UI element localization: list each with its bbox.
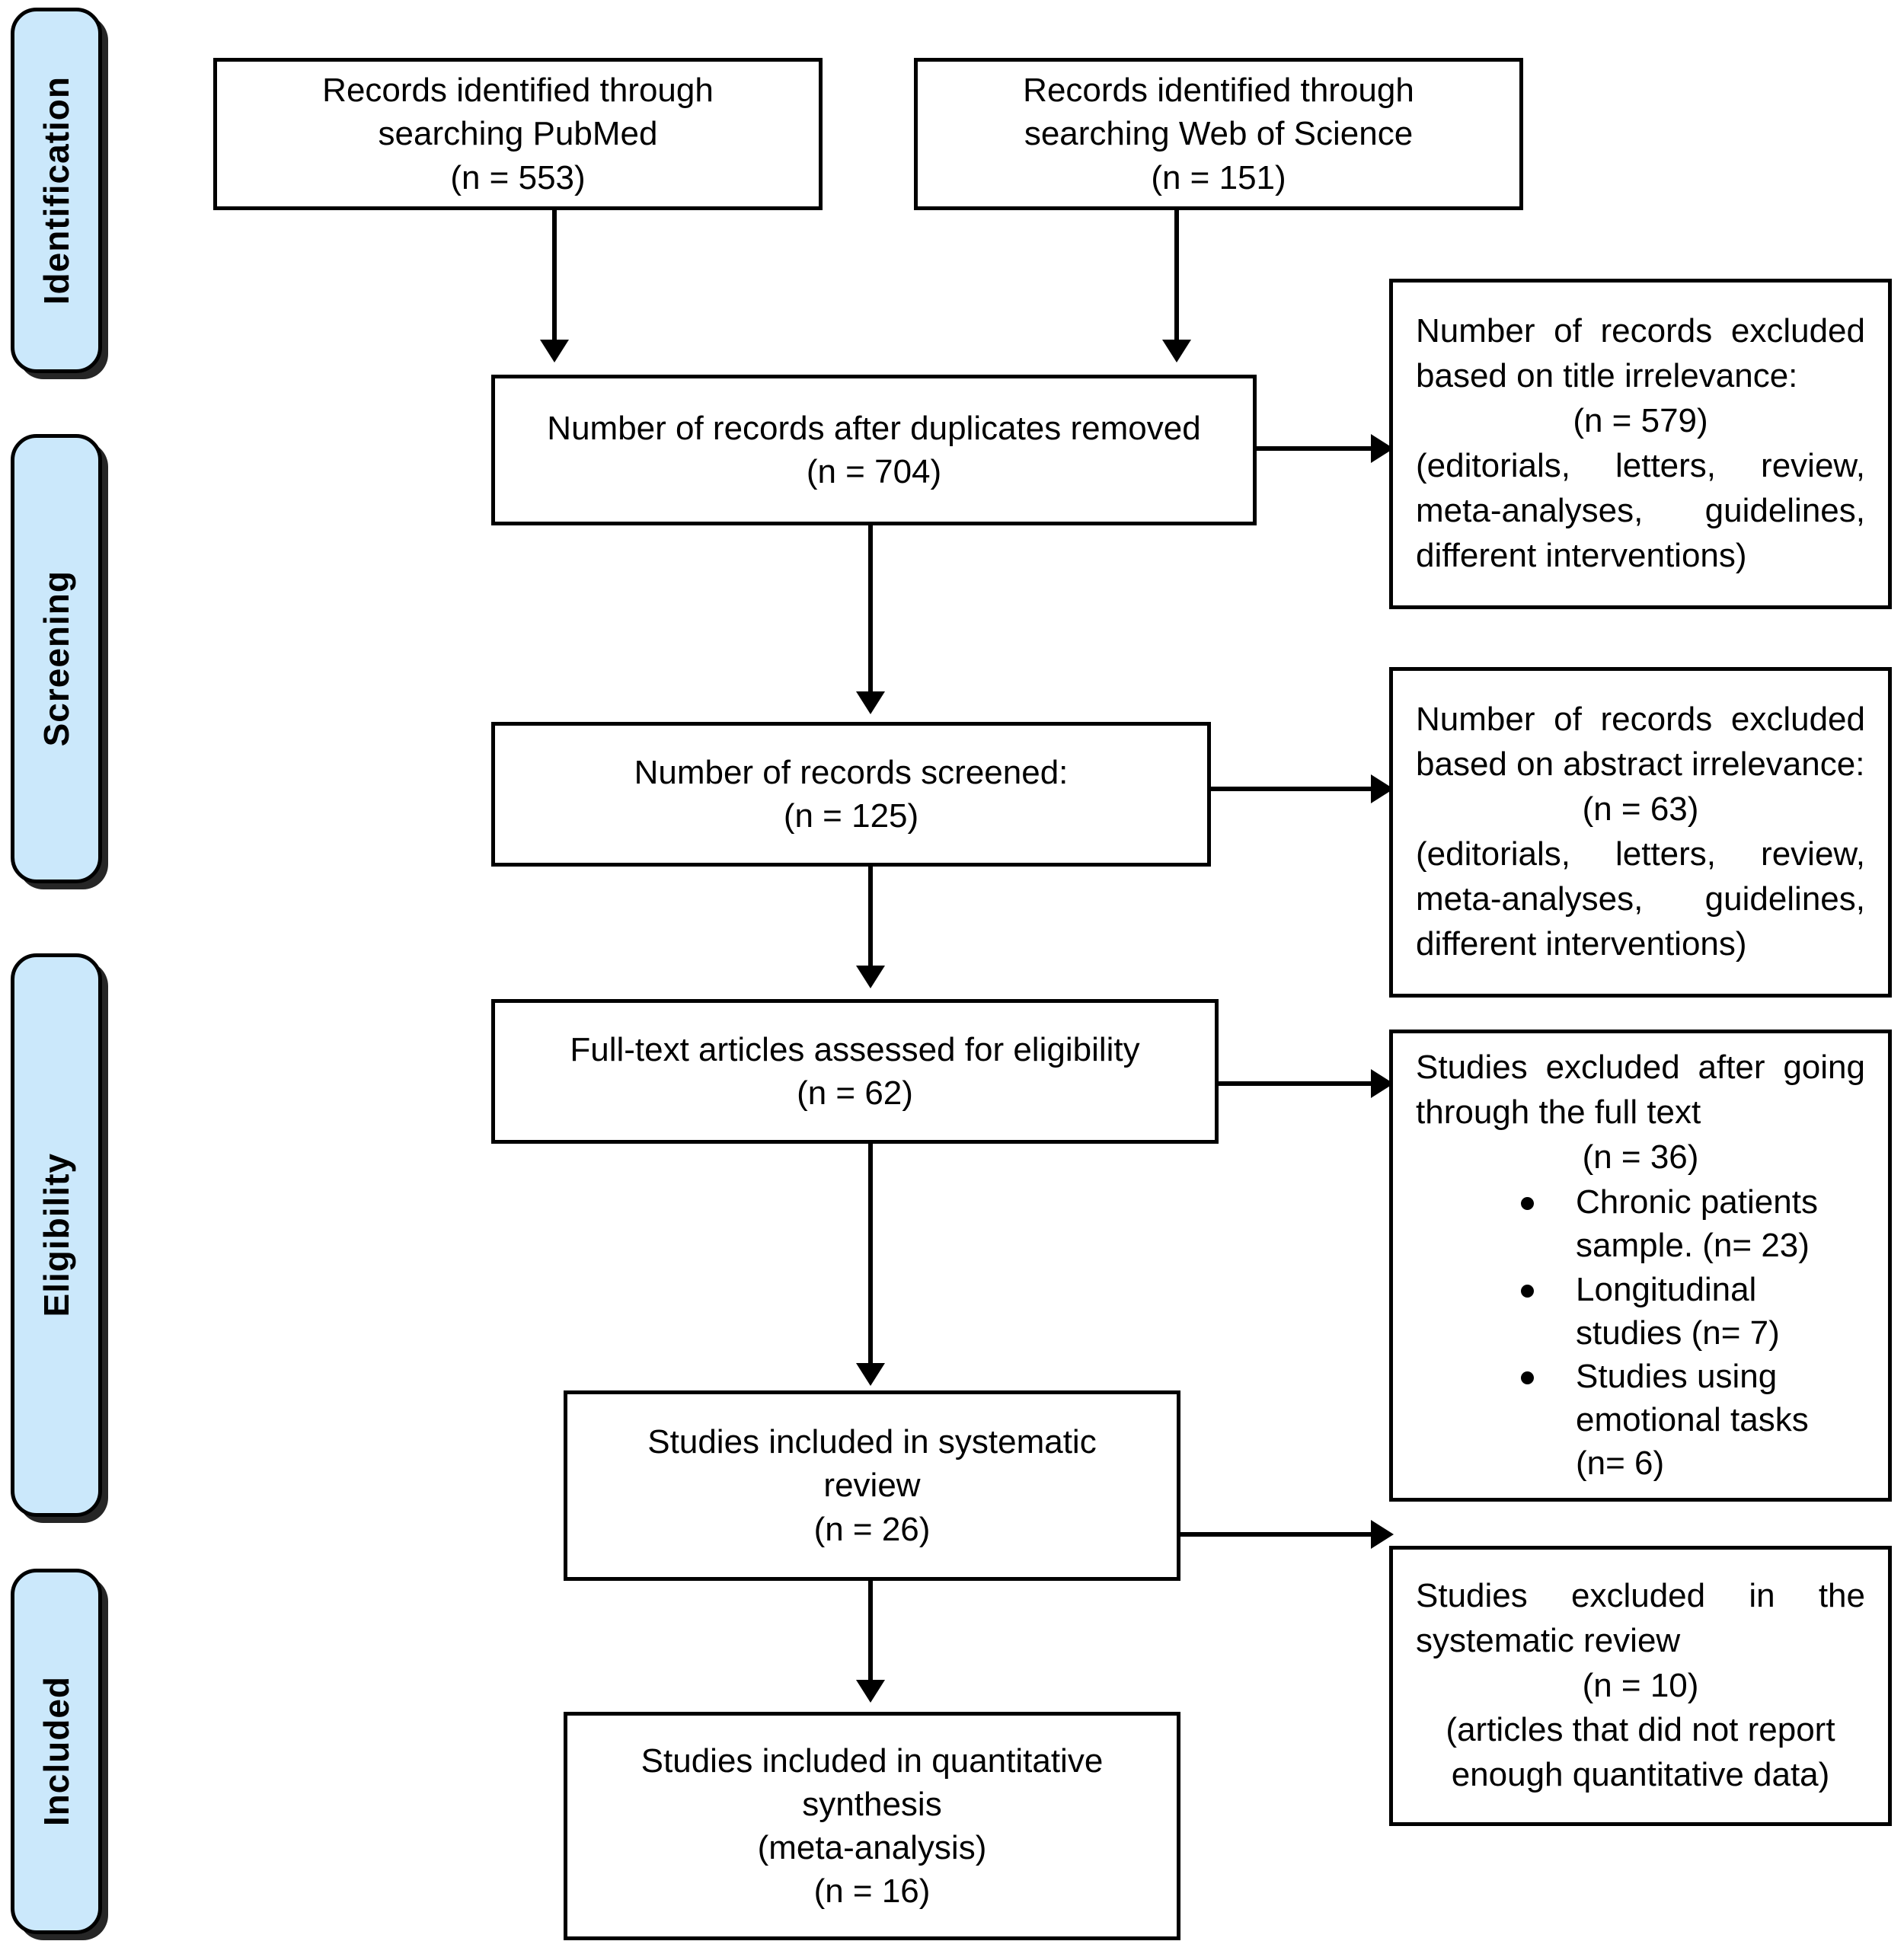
- excluded-abstract-count: (n = 63): [1582, 790, 1699, 828]
- connector-fulltext-to-included-systematic: [868, 1144, 873, 1363]
- excluded-fulltext-count: (n = 36): [1582, 1138, 1699, 1176]
- box-included-systematic-review: Studies included in systematic review (n…: [564, 1390, 1180, 1581]
- box-included-sys-line1: Studies included in systematic: [647, 1423, 1097, 1461]
- arrowhead-included-systematic-to-exclusion: [1371, 1520, 1394, 1549]
- box-duplicates-line1: Number of records after duplicates remov…: [547, 409, 1201, 447]
- list-item: Longitudinal studies (n= 7): [1516, 1268, 1865, 1355]
- box-fulltext-line1: Full-text articles assessed for eligibil…: [570, 1030, 1140, 1068]
- connector-included-systematic-to-exclusion: [1180, 1532, 1389, 1537]
- excluded-sysrev-reasons-line2: enough quantitative data): [1451, 1756, 1830, 1794]
- excluded-fulltext-heading: Studies excluded after going through the…: [1416, 1049, 1865, 1132]
- box-records-pubmed: Records identified through searching Pub…: [213, 58, 823, 210]
- box-included-sys-line3: (n = 26): [813, 1510, 931, 1548]
- box-included-quant-line2: synthesis: [802, 1785, 942, 1823]
- box-included-quant-line1: Studies included in quantitative: [641, 1742, 1104, 1780]
- arrowhead-fulltext-to-included-systematic: [856, 1363, 885, 1386]
- connector-duplicates-to-title-exclusion: [1257, 446, 1389, 451]
- box-records-screened: Number of records screened: (n = 125): [491, 722, 1211, 867]
- stage-label-eligibility: Eligibility: [37, 1153, 76, 1317]
- box-wos-line1: Records identified through: [1023, 72, 1414, 110]
- arrowhead-wos-to-duplicates: [1162, 340, 1191, 362]
- box-screened-line1: Number of records screened:: [634, 753, 1069, 791]
- connector-included-systematic-to-quantitative: [868, 1581, 873, 1680]
- excluded-sysrev-heading: Studies excluded in the systematic revie…: [1416, 1576, 1865, 1659]
- box-pubmed-line2: searching PubMed: [378, 115, 658, 153]
- box-excluded-after-fulltext: Studies excluded after going through the…: [1389, 1030, 1892, 1502]
- box-wos-line3: (n = 151): [1151, 158, 1286, 196]
- connector-wos-to-duplicates: [1174, 210, 1179, 340]
- box-fulltext-assessed: Full-text articles assessed for eligibil…: [491, 999, 1219, 1144]
- stage-label-included: Included: [37, 1676, 76, 1827]
- box-included-quantitative-synthesis: Studies included in quantitative synthes…: [564, 1712, 1180, 1940]
- stage-label-screening: Screening: [37, 570, 76, 747]
- connector-screened-to-fulltext: [868, 867, 873, 966]
- box-pubmed-line3: (n = 553): [450, 158, 586, 196]
- box-wos-line2: searching Web of Science: [1024, 115, 1414, 153]
- list-item: Studies using emotional tasks (n= 6): [1516, 1355, 1865, 1486]
- box-included-quant-line3: (meta-analysis): [757, 1829, 987, 1866]
- connector-pubmed-to-duplicates: [552, 210, 557, 340]
- box-duplicates-line2: (n = 704): [806, 453, 942, 490]
- stage-pill-eligibility: Eligibility: [11, 953, 102, 1517]
- excluded-fulltext-reason-list: Chronic patients sample. (n= 23) Longitu…: [1416, 1180, 1865, 1485]
- box-screened-line2: (n = 125): [783, 797, 919, 835]
- box-excluded-title-irrelevance: Number of records excluded based on titl…: [1389, 279, 1892, 609]
- connector-fulltext-to-exclusion: [1219, 1081, 1389, 1086]
- arrowhead-screened-to-fulltext: [856, 966, 885, 988]
- excluded-abstract-reasons: (editorials, letters, review, meta-analy…: [1416, 835, 1865, 963]
- box-included-quant-line4: (n = 16): [813, 1872, 931, 1911]
- connector-duplicates-to-screened: [868, 525, 873, 691]
- box-included-sys-line2: review: [823, 1467, 921, 1505]
- arrowhead-duplicates-to-screened: [856, 691, 885, 714]
- stage-pill-identification: Identification: [11, 8, 102, 373]
- arrowhead-pubmed-to-duplicates: [540, 340, 569, 362]
- box-fulltext-line2: (n = 62): [797, 1074, 913, 1112]
- box-excluded-abstract-irrelevance: Number of records excluded based on abst…: [1389, 667, 1892, 998]
- stage-label-identification: Identification: [37, 75, 76, 305]
- box-pubmed-line1: Records identified through: [322, 72, 714, 110]
- excluded-abstract-heading: Number of records excluded based on abst…: [1416, 701, 1865, 784]
- box-excluded-systematic-review: Studies excluded in the systematic revie…: [1389, 1546, 1892, 1826]
- excluded-sysrev-count: (n = 10): [1582, 1666, 1699, 1704]
- excluded-title-heading: Number of records excluded based on titl…: [1416, 312, 1865, 395]
- excluded-title-count: (n = 579): [1573, 402, 1708, 440]
- box-duplicates-removed: Number of records after duplicates remov…: [491, 375, 1257, 525]
- excluded-sysrev-reasons-line1: (articles that did not report: [1446, 1711, 1835, 1749]
- excluded-title-reasons: (editorials, letters, review, meta-analy…: [1416, 447, 1865, 574]
- stage-pill-included: Included: [11, 1569, 102, 1934]
- stage-pill-screening: Screening: [11, 434, 102, 883]
- box-records-web-of-science: Records identified through searching Web…: [914, 58, 1523, 210]
- connector-screened-to-abstract-exclusion: [1211, 787, 1389, 791]
- arrowhead-included-systematic-to-quantitative: [856, 1680, 885, 1703]
- list-item: Chronic patients sample. (n= 23): [1516, 1180, 1865, 1267]
